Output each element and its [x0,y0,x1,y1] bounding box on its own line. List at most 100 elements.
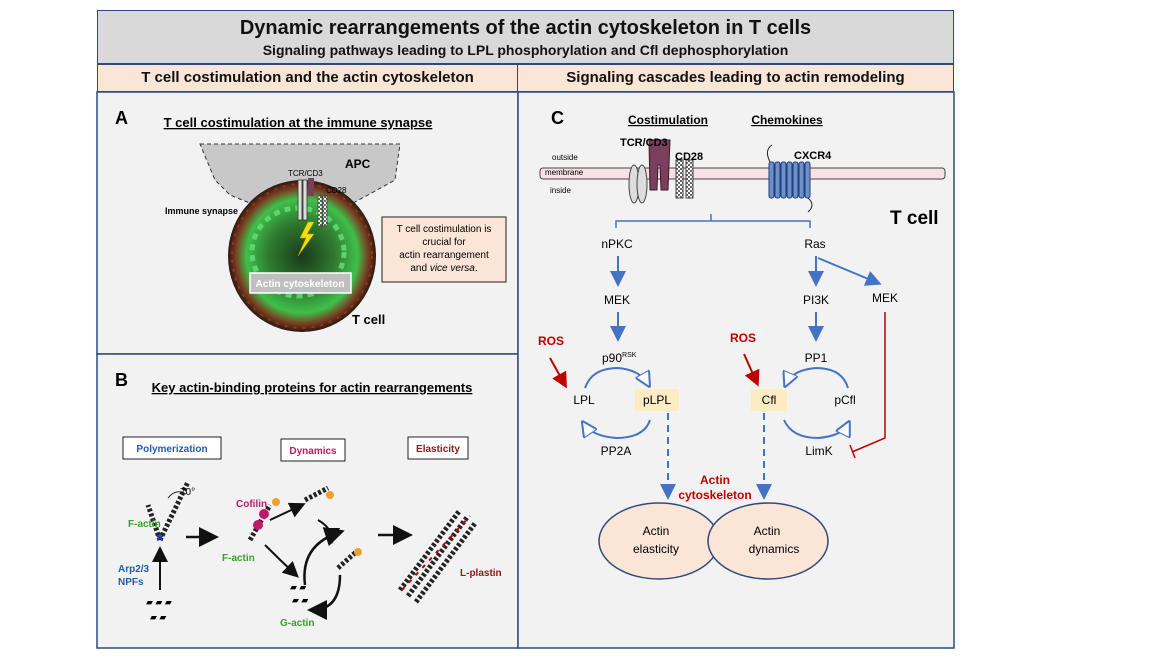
p90-text: p90 [602,351,622,365]
cd28-rod-2 [322,195,328,227]
mek-left-label: MEK [604,293,630,307]
panel-c-letter: C [551,108,564,128]
arrow-sever [269,502,306,521]
figure-subtitle: Signaling pathways leading to LPL phosph… [262,42,789,58]
factin-label-2: F-actin [222,553,255,564]
actin-cytoskeleton-box [249,272,352,294]
gactin-monomers-2: ▰ ▰ [292,595,308,605]
panel-b-title: Key actin-binding proteins for actin rea… [152,380,473,395]
pp2a-label: PP2A [601,444,632,458]
ras-label: Ras [804,237,825,251]
note-line-4-c: . [475,263,478,274]
immune-synapse-label: Immune synapse [165,206,238,216]
ros-right-label: ROS [730,331,756,345]
dyn-filament-2 [303,485,330,503]
outside-label: outside [552,153,578,162]
npf-label: NPFs [118,577,144,588]
arrow-repoly [303,527,345,586]
arrow-cfl-phos [783,420,848,440]
inhibit-bar [849,444,856,459]
dynamics-box [280,438,346,462]
dynamics-oval [707,502,829,580]
panel-c-cd28-label: CD28 [675,151,703,163]
monomers-top: ▰ ▰ ▰ [146,597,172,607]
cofilin-dot-1 [253,520,263,530]
bundle-filament-1 [398,508,462,592]
ros-left-label: ROS [538,334,564,348]
elasticity-label: Elasticity [416,444,460,455]
limk-label: LimK [805,444,832,458]
p90-label: p90RSK [602,351,637,365]
cfl-label: Cfl [762,393,777,407]
dynamics-line-1: Actin [754,524,781,538]
mother-filament [145,504,163,541]
note-line-1: T cell costimulation is [397,224,492,235]
chemokines-label: Chemokines [751,113,823,127]
gactin-label: G-actin [280,618,314,629]
cd28-chain-2 [685,159,694,199]
angle-arc [167,491,187,499]
figure-title-bar: Dynamic rearrangements of the actin cyto… [97,10,954,64]
costim-label: Costimulation [628,113,708,127]
note-line-4-a: and [410,263,429,274]
plpl-box [635,389,679,411]
panel-a-letter: A [115,108,128,128]
elasticity-line-2: elasticity [633,542,679,556]
arrow-ros-left [549,357,567,389]
tcr-rod-1 [297,179,303,221]
p90-sup: RSK [622,352,637,359]
pcfl-label: pCfl [834,393,855,407]
cofilin-dot-2 [259,509,269,519]
polymerization-box [122,436,222,460]
monomers-bottom: ▰ ▰ [150,612,166,622]
gactin-monomers: ▰ ▰ [290,582,306,592]
arrow-gactin [307,574,342,620]
mek-right-label: MEK [872,291,898,305]
cap-dot-3 [354,548,362,556]
membrane-label: membrane [545,168,584,177]
cap-dot-2 [326,491,334,499]
dyn-filament-3 [336,550,358,570]
arrow-lpl-dephos [584,420,651,440]
panel-c-tcr-label: TCR/CD3 [620,137,668,149]
arrow-ros-right [743,353,760,387]
cd3-chain-2 [636,164,648,204]
cd28-rod-1 [317,195,323,227]
polymerization-label: Polymerization [136,444,207,455]
note-box [381,216,507,283]
panel-b-letter: B [115,370,128,390]
apc-label: APC [345,157,371,171]
elasticity-box [407,436,469,460]
signal-bolt-icon [297,221,315,257]
note-line-4-b: vice versa [430,263,475,274]
tcr-receptor [648,139,671,191]
cap-dot-1 [272,498,280,506]
bundle-filament-2 [406,514,470,598]
actin-cyto-line-1: Actin [700,473,730,487]
bundle-filament-3 [414,520,478,604]
elasticity-oval [598,502,720,580]
dynamics-line-2: dynamics [749,542,800,556]
lplastin-crosslinks [401,515,471,591]
npkc-label: nPKC [601,237,633,251]
angle-label: 70° [180,487,195,498]
factin-label-1: F-actin [128,519,161,530]
arp-star-icon: ★ [154,529,166,544]
note-line-4: and vice versa. [410,263,477,274]
branch-filament [157,480,191,542]
arp-label: Arp2/3 [118,564,150,575]
actin-cytoskeleton-label: Actin cytoskeleton [256,279,345,290]
mek-inhibit-line [851,312,886,453]
tcr-head [308,178,314,196]
pi3k-label: PI3K [803,293,829,307]
lpl-label: LPL [573,393,595,407]
cxcr4-label: CXCR4 [794,150,832,162]
cofilin-label: Cofilin [236,499,267,510]
panel-a-tcell-label: T cell [352,312,385,327]
figure-title: Dynamic rearrangements of the actin cyto… [239,17,812,39]
pp1-label: PP1 [805,351,828,365]
note-line-2: crucial for [422,237,466,248]
note-line-3: actin rearrangement [399,250,489,261]
panel-a-cd28-label: CD28 [326,186,347,195]
